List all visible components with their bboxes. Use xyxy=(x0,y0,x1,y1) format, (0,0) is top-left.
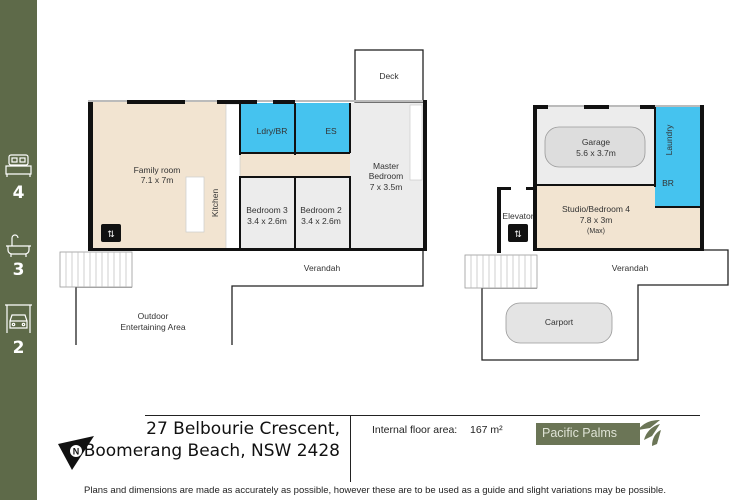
bedroom-3-size: 3.4 x 2.6m xyxy=(247,216,287,226)
parking-count: 2 xyxy=(12,338,25,358)
floor-area-label: Internal floor area: xyxy=(372,424,458,436)
family-room-size: 7.1 x 7m xyxy=(141,175,174,185)
address-line-2: Boomerang Beach, NSW 2428 xyxy=(83,441,340,461)
studio-verandah-label: Verandah xyxy=(612,263,649,273)
agency-logo: Pacific Palms xyxy=(536,423,640,445)
feature-sidebar: 4 3 2 xyxy=(0,0,37,500)
deck-label: Deck xyxy=(379,71,399,81)
compass-north-icon: N xyxy=(58,436,94,470)
wardrobe xyxy=(409,104,423,181)
bedroom-2-size: 3.4 x 2.6m xyxy=(301,216,341,226)
floor-area-value: 167 m² xyxy=(470,424,503,436)
bath-icon xyxy=(6,234,31,257)
verandah-label: Verandah xyxy=(304,263,341,273)
elevator-icon: ⇅ xyxy=(508,224,528,242)
svg-text:N: N xyxy=(73,447,80,457)
kitchen-island xyxy=(185,176,205,233)
garage-size: 5.6 x 3.7m xyxy=(576,148,616,158)
carport-car-icon xyxy=(505,302,613,344)
ensuite-label: ES xyxy=(325,126,337,136)
bedroom-3 xyxy=(240,177,295,249)
studio-bedroom-4 xyxy=(537,186,700,248)
deck xyxy=(354,49,424,103)
master-label-2: Bedroom xyxy=(369,171,404,181)
studio-label: Studio/Bedroom 4 xyxy=(562,204,630,214)
address-line-1: 27 Belbourie Crescent, xyxy=(146,419,340,439)
laundry-bathroom xyxy=(240,103,295,153)
garage-label: Garage xyxy=(582,137,611,147)
family-room-label: Family room xyxy=(134,165,181,175)
hallway xyxy=(226,153,350,177)
studio-building: ⇅ Garage 5.6 x 3.7m Laundry BR Elevator … xyxy=(464,105,729,361)
master-label-1: Master xyxy=(373,161,399,171)
svg-text:⇅: ⇅ xyxy=(107,229,115,239)
ensuite xyxy=(295,103,350,153)
walls xyxy=(497,105,704,253)
master-size: 7 x 3.5m xyxy=(370,182,403,192)
kitchen-bench xyxy=(225,103,241,250)
car-garage-icon xyxy=(5,304,32,333)
property-address: 27 Belbourie Crescent, Boomerang Beach, … xyxy=(84,418,340,462)
elevator-label: Elevator xyxy=(502,211,533,221)
stairs xyxy=(59,251,133,288)
elevator-icon: ⇅ xyxy=(101,224,121,242)
outdoor-label-2: Entertaining Area xyxy=(120,322,185,332)
studio-size: 7.8 x 3m xyxy=(580,215,613,225)
palm-leaf-icon xyxy=(638,420,661,446)
divider xyxy=(350,416,351,482)
bed-icon xyxy=(5,154,32,177)
laundry xyxy=(655,107,700,173)
bathroom xyxy=(655,173,700,207)
kitchen-label: Kitchen xyxy=(210,189,220,218)
bathroom-label: BR xyxy=(662,178,674,188)
bathroom-count: 3 xyxy=(12,260,25,280)
studio-note: (Max) xyxy=(587,228,605,235)
floor-plan: Deck ⇅ Family room 7.1 x 7m Kitchen Ldry… xyxy=(59,49,729,361)
garage-car-icon xyxy=(544,126,646,168)
disclaimer: Plans and dimensions are made as accurat… xyxy=(84,485,666,496)
carport-label: Carport xyxy=(545,317,574,327)
svg-text:⇅: ⇅ xyxy=(514,229,522,239)
walls xyxy=(88,100,427,251)
bedroom-2 xyxy=(295,177,350,249)
divider xyxy=(145,415,700,416)
laundry-bathroom-label: Ldry/BR xyxy=(257,126,288,136)
stairs xyxy=(464,254,538,289)
outdoor-label-1: Outdoor xyxy=(138,311,169,321)
laundry-label: Laundry xyxy=(664,124,674,155)
bedroom-2-label: Bedroom 2 xyxy=(300,205,342,215)
bedroom-count: 4 xyxy=(12,183,25,203)
bedroom-3-label: Bedroom 3 xyxy=(246,205,288,215)
main-house: Deck ⇅ Family room 7.1 x 7m Kitchen Ldry… xyxy=(59,49,427,345)
